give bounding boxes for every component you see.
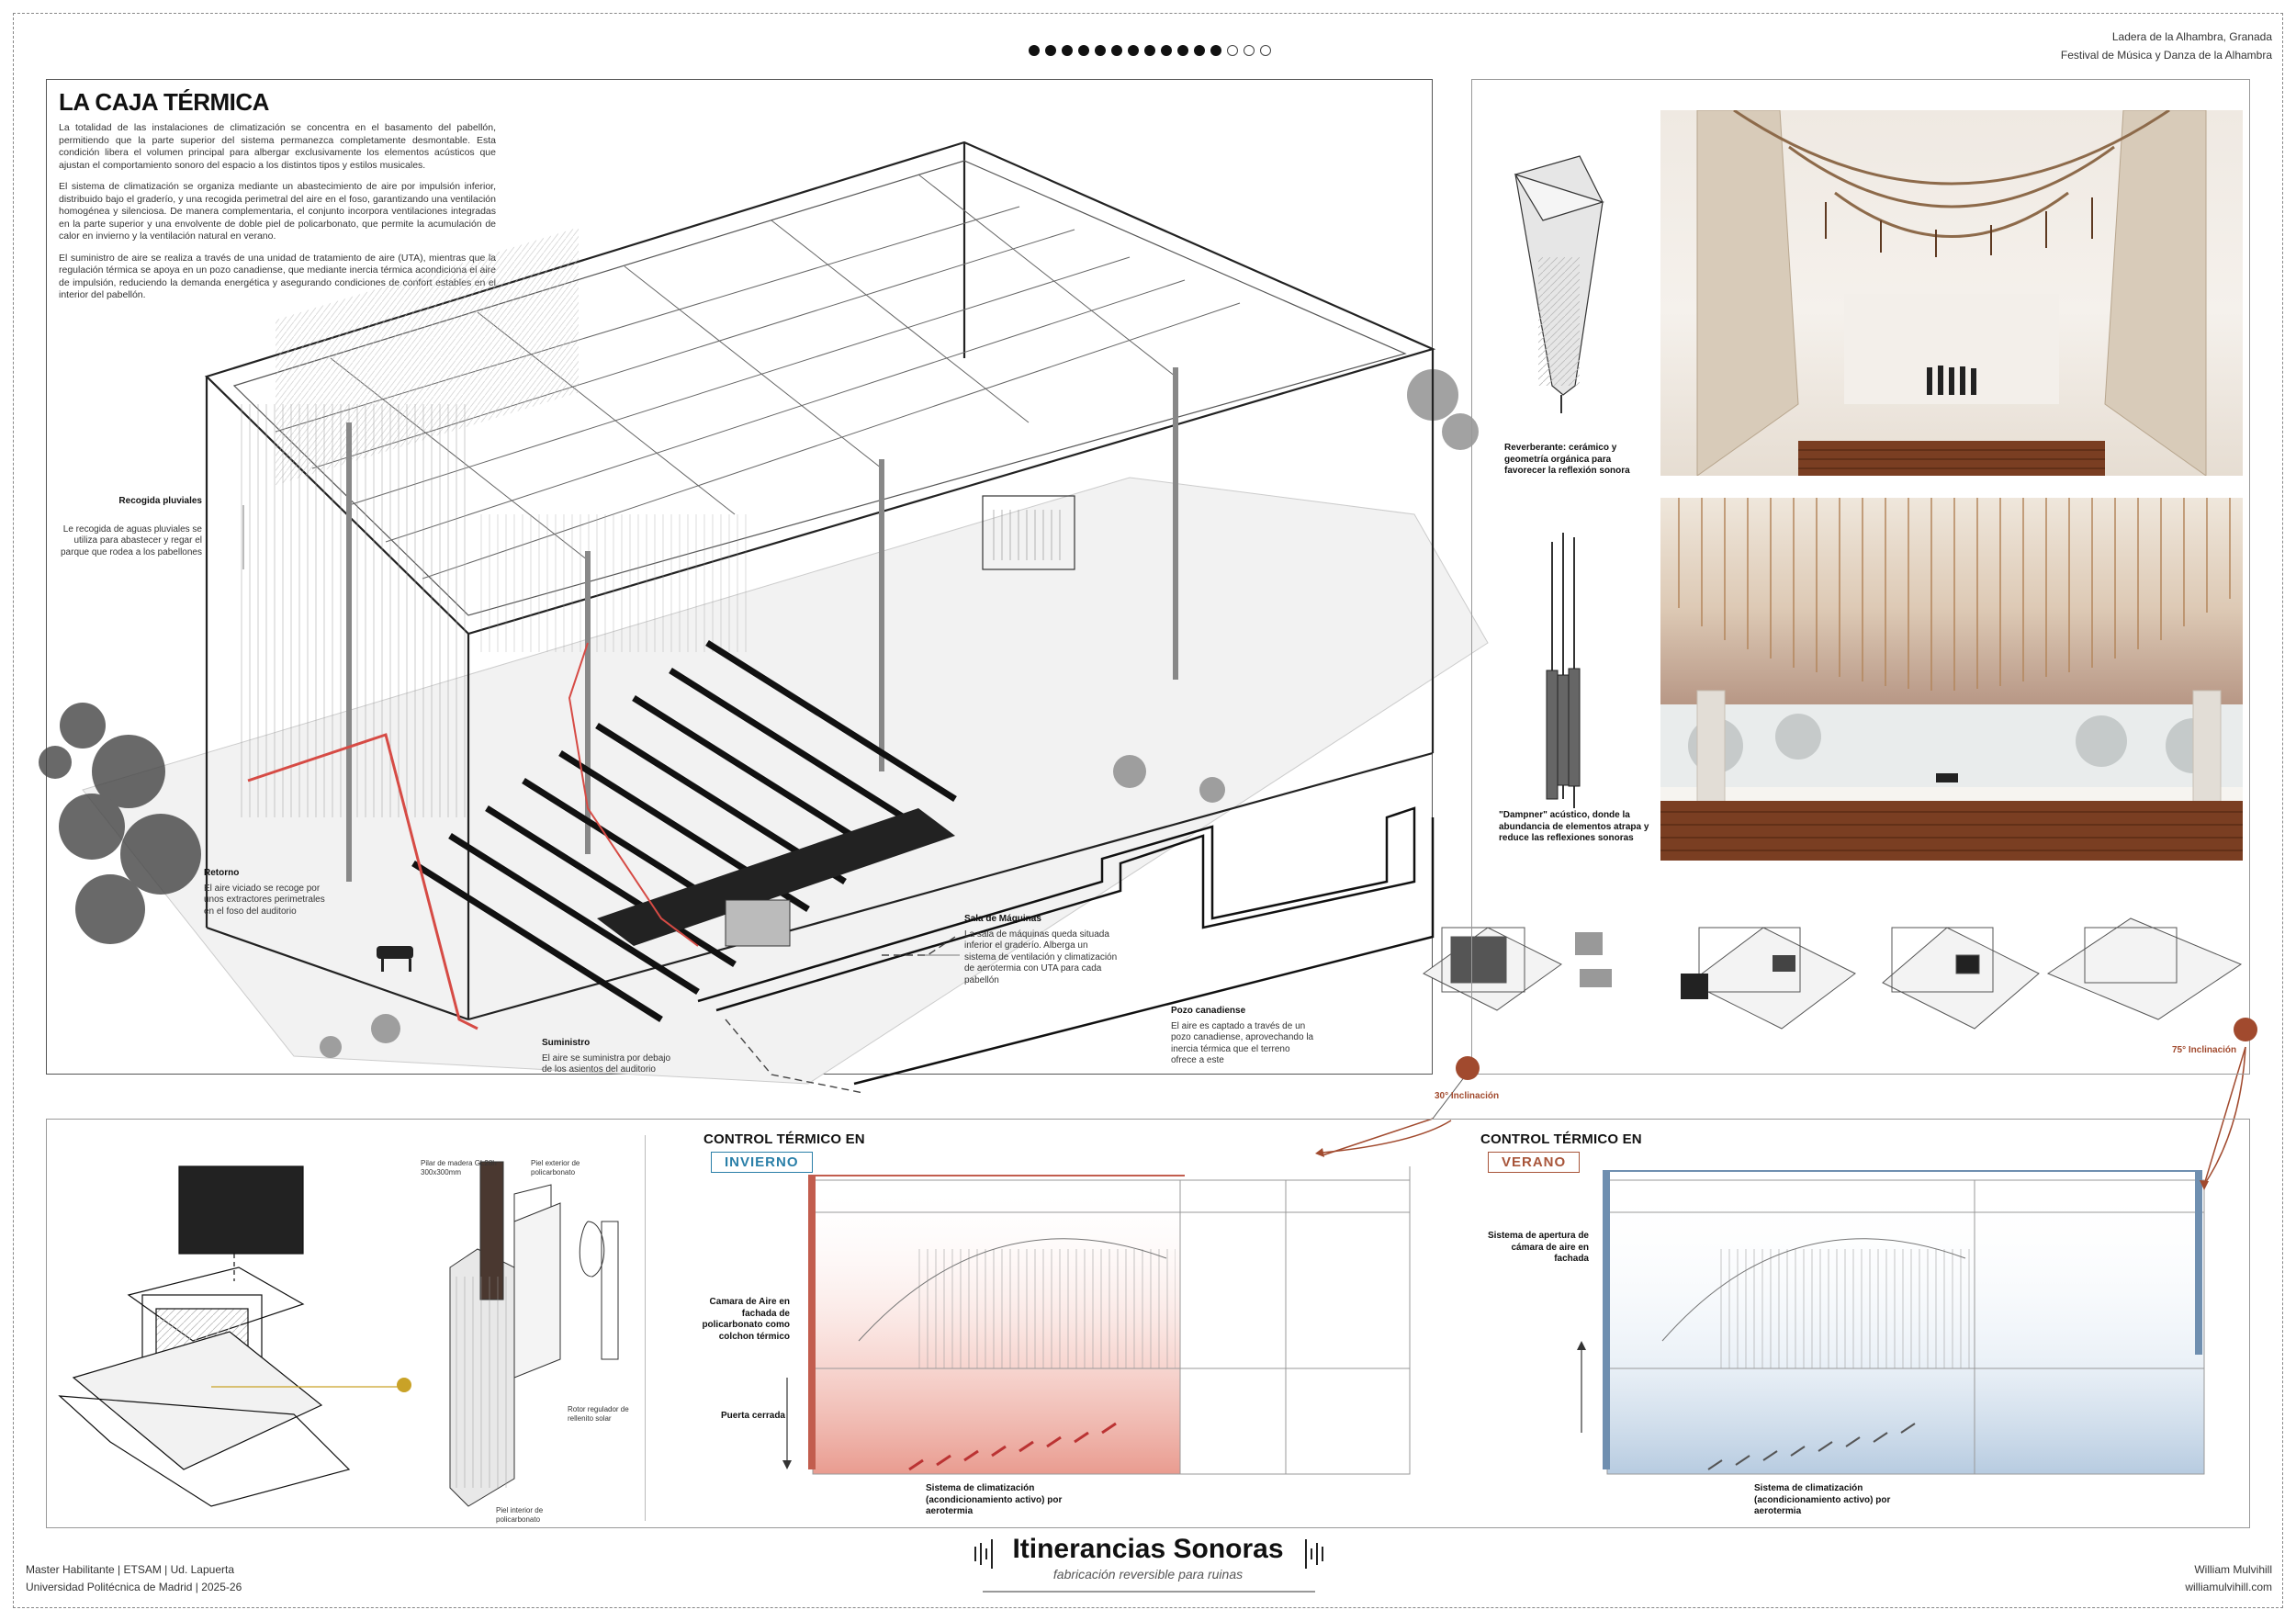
summer-label-apertura: Sistema de apertura de cámara de aire en… [1479, 1231, 1589, 1266]
winter-label-sistema: Sistema de climatización (acondicionamie… [926, 1483, 1109, 1518]
render-vault-drawing [1696, 110, 2207, 476]
summer-heading: CONTROL TÉRMICO EN [1480, 1131, 1642, 1147]
author-name: William Mulvihill [2194, 1563, 2272, 1576]
winter-camara-text: Camara de Aire en fachada de policarbona… [702, 1297, 790, 1342]
summer-apertura-text: Sistema de apertura de cámara de aire en… [1487, 1231, 1589, 1264]
dampner-text: "Dampner" acústico, donde la abundancia … [1499, 810, 1649, 843]
recogida-text: Le recogida de aguas pluviales se utiliz… [60, 523, 202, 557]
project-subtitle: fabricación reversible para ruinas [1052, 1567, 1244, 1582]
bottom-divider [645, 1135, 647, 1521]
winter-header: CONTROL TÉRMICO EN INVIERNO [703, 1131, 865, 1173]
progress-dot-filled [1045, 45, 1056, 56]
progress-dot-filled [1210, 45, 1221, 56]
label-reverberante: Reverberante: cerámico y geometría orgán… [1504, 443, 1651, 478]
footer-university: Universidad Politécnica de Madrid | 2025… [26, 1581, 242, 1593]
label-rotor: Rotor regulador de rellenito solar [568, 1405, 629, 1423]
retorno-text: El aire viciado se recoge por unos extra… [204, 883, 325, 917]
summer-sistema-text: Sistema de climatización (acondicionamie… [1754, 1483, 1891, 1516]
project-title: Itinerancias Sonoras [1012, 1534, 1284, 1564]
location-line1: Ladera de la Alhambra, Granada [2111, 30, 2272, 43]
annotation-pozo: Pozo canadiense El aire es captado a tra… [1171, 1006, 1318, 1067]
intro-paragraph-3: El suministro de aire se realiza a travé… [59, 252, 496, 301]
reverberante-text: Reverberante: cerámico y geometría orgán… [1504, 443, 1630, 476]
progress-dot-filled [1128, 45, 1139, 56]
label-dampner: "Dampner" acústico, donde la abundancia … [1499, 810, 1660, 845]
footer-right: William Mulvihill williamulvihill.com [2185, 1561, 2272, 1596]
winter-label-puerta: Puerta cerrada [707, 1411, 785, 1423]
annotation-suministro: Suministro El aire se suministra por deb… [542, 1038, 680, 1076]
summer-header: CONTROL TÉRMICO EN VERANO [1480, 1131, 1642, 1173]
page-title: LA CAJA TÉRMICA [59, 88, 269, 116]
winter-season-badge: INVIERNO [711, 1152, 813, 1173]
right-panel [1471, 79, 2250, 1075]
progress-dot-filled [1177, 45, 1188, 56]
progress-dot-empty [1227, 45, 1238, 56]
intro-paragraph-1: La totalidad de las instalaciones de cli… [59, 122, 496, 171]
bottom-panel [46, 1119, 2250, 1528]
maquinas-title: Sala de Máquinas [964, 914, 1041, 924]
progress-dot-empty [1244, 45, 1255, 56]
winter-sistema-text: Sistema de climatización (acondicionamie… [926, 1483, 1063, 1516]
maquinas-text: La sala de máquinas queda situada inferi… [964, 929, 1118, 985]
footer-course: Master Habilitante | ETSAM | Ud. Lapuert… [26, 1563, 234, 1576]
annotation-maquinas: Sala de Máquinas La sala de máquinas que… [964, 914, 1120, 986]
render-ceiling-drawing [1660, 498, 2243, 861]
author-website[interactable]: williamulvihill.com [2185, 1581, 2272, 1593]
label-pilar: Pilar de madera GL28h 300x300mm [421, 1159, 497, 1176]
footer-left: Master Habilitante | ETSAM | Ud. Lapuert… [26, 1561, 242, 1596]
pozo-title: Pozo canadiense [1171, 1006, 1246, 1016]
winter-puerta-text: Puerta cerrada [720, 1411, 785, 1421]
annotation-recogida: Recogida pluviales Le recogida de aguas … [55, 496, 202, 558]
marker-75-dot [2234, 1018, 2257, 1041]
render-reverberant-hall [1660, 110, 2243, 476]
progress-dot-filled [1111, 45, 1122, 56]
label-inclination-75: 75° Inclinación [2172, 1045, 2237, 1055]
progress-dot-filled [1062, 45, 1073, 56]
winter-label-camara: Camara de Aire en fachada de policarbona… [680, 1297, 790, 1343]
label-piel-exterior: Piel exterior de policarbonato [531, 1159, 580, 1176]
progress-dot-filled [1144, 45, 1155, 56]
suministro-title: Suministro [542, 1038, 591, 1048]
header-location: Ladera de la Alhambra, Granada Festival … [2061, 28, 2272, 64]
label-inclination-30: 30° Inclinación [1435, 1091, 1500, 1101]
annotation-retorno: Retorno El aire viciado se recoge por un… [204, 868, 332, 917]
location-line2: Festival de Música y Danza de la Alhambr… [2060, 49, 2272, 62]
summer-season-badge: VERANO [1488, 1152, 1581, 1173]
footer-title-block: Itinerancias Sonoras fabricación reversi… [1001, 1534, 1295, 1582]
intro-paragraph-2: El sistema de climatización se organiza … [59, 181, 496, 242]
suministro-text: El aire se suministra por debajo de los … [542, 1053, 671, 1075]
render-dampner-hall [1660, 498, 2243, 861]
label-piel-interior: Piel interior de policarbonato [496, 1506, 544, 1524]
sheet-border [13, 13, 2283, 1608]
progress-dot-filled [1078, 45, 1089, 56]
summer-label-sistema: Sistema de climatización (acondicionamie… [1754, 1483, 1938, 1518]
progress-dots [1029, 44, 1277, 61]
progress-dot-filled [1029, 45, 1040, 56]
progress-dot-filled [1161, 45, 1172, 56]
retorno-title: Retorno [204, 868, 240, 878]
progress-dot-filled [1194, 45, 1205, 56]
intro-text-block: LA CAJA TÉRMICA La totalidad de las inst… [59, 88, 496, 302]
marker-30-dot [1456, 1056, 1480, 1080]
progress-dot-filled [1095, 45, 1106, 56]
pozo-text: El aire es captado a través de un pozo c… [1171, 1020, 1314, 1066]
progress-dot-empty [1260, 45, 1271, 56]
recogida-title: Recogida pluviales [118, 496, 202, 506]
winter-heading: CONTROL TÉRMICO EN [703, 1131, 865, 1147]
